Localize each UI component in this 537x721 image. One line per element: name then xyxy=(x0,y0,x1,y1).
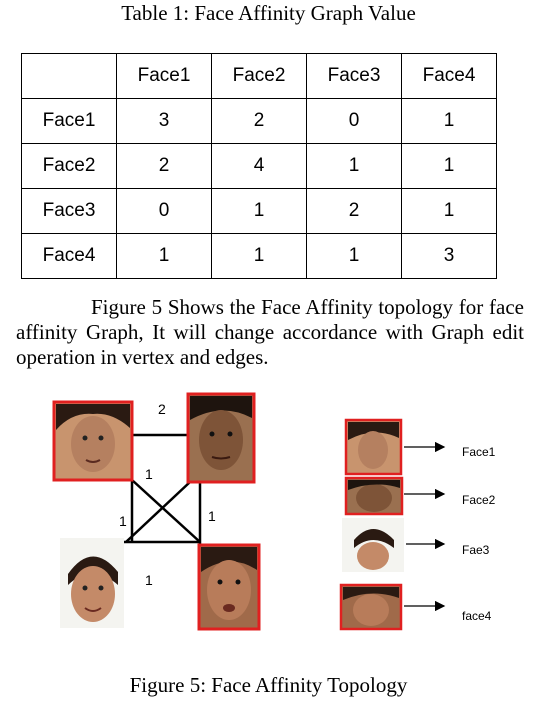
legend-arrows xyxy=(404,441,446,612)
face1-node-image xyxy=(52,400,134,482)
column-header: Face4 xyxy=(401,53,497,99)
figure-caption: Figure 5: Face Affinity Topology xyxy=(129,673,408,697)
legend-face2-thumbnail xyxy=(344,476,404,516)
table-corner-cell xyxy=(21,53,117,99)
legend-face1-thumbnail xyxy=(344,418,403,476)
legend-label: Face1 xyxy=(462,445,496,459)
legend-label: Fae3 xyxy=(462,543,490,557)
column-header: Face1 xyxy=(116,53,212,99)
legend-face4-thumbnail xyxy=(339,583,403,631)
paragraph-text: Figure 5 Shows the Face Affinity topolog… xyxy=(16,295,524,369)
table-cell: 3 xyxy=(401,233,497,279)
legend-label: Face2 xyxy=(462,493,496,507)
table-cell: 1 xyxy=(401,188,497,234)
legend-face3-thumbnail xyxy=(342,518,404,572)
legend-label: face4 xyxy=(462,609,492,623)
edge-label: 1 xyxy=(145,572,153,588)
affinity-table: Face1 Face2 Face3 Face4 Face1 3 2 0 1 Fa… xyxy=(21,53,497,279)
table-header-row: Face1 Face2 Face3 Face4 xyxy=(21,53,497,99)
table-cell: 1 xyxy=(306,233,402,279)
table-cell: 4 xyxy=(211,143,307,189)
face-affinity-topology-figure: 2 1 1 1 1 xyxy=(52,392,496,631)
row-header: Face3 xyxy=(21,188,117,234)
table-cell: 1 xyxy=(116,233,212,279)
edge-label: 2 xyxy=(158,401,166,417)
table-cell: 2 xyxy=(306,188,402,234)
table-cell: 2 xyxy=(116,143,212,189)
face2-node-image xyxy=(186,392,256,484)
row-header: Face1 xyxy=(21,98,117,144)
table-row: Face2 2 4 1 1 xyxy=(21,143,497,189)
edge-label: 1 xyxy=(145,466,153,482)
row-header: Face4 xyxy=(21,233,117,279)
table-caption: Table 1: Face Affinity Graph Value xyxy=(121,1,416,25)
table-cell: 1 xyxy=(401,143,497,189)
graph-edges xyxy=(124,433,202,545)
edge-face2-face3 xyxy=(125,481,191,543)
face3-node-image xyxy=(60,538,124,628)
edge-label: 1 xyxy=(208,508,216,524)
table-row: Face1 3 2 0 1 xyxy=(21,98,497,144)
column-header: Face2 xyxy=(211,53,307,99)
table-cell: 1 xyxy=(211,233,307,279)
table-cell: 1 xyxy=(306,143,402,189)
column-header: Face3 xyxy=(306,53,402,99)
table-row: Face3 0 1 2 1 xyxy=(21,188,497,234)
edge-label: 1 xyxy=(119,513,127,529)
table-cell: 2 xyxy=(211,98,307,144)
face4-node-image xyxy=(197,543,261,631)
table-cell: 0 xyxy=(306,98,402,144)
table-cell: 1 xyxy=(401,98,497,144)
row-header: Face2 xyxy=(21,143,117,189)
edge-face1-face4 xyxy=(131,479,201,543)
table-cell: 0 xyxy=(116,188,212,234)
table-row: Face4 1 1 1 3 xyxy=(21,233,497,279)
body-paragraph: Figure 5 Shows the Face Affinity topolog… xyxy=(16,295,524,370)
table-cell: 3 xyxy=(116,98,212,144)
table-cell: 1 xyxy=(211,188,307,234)
